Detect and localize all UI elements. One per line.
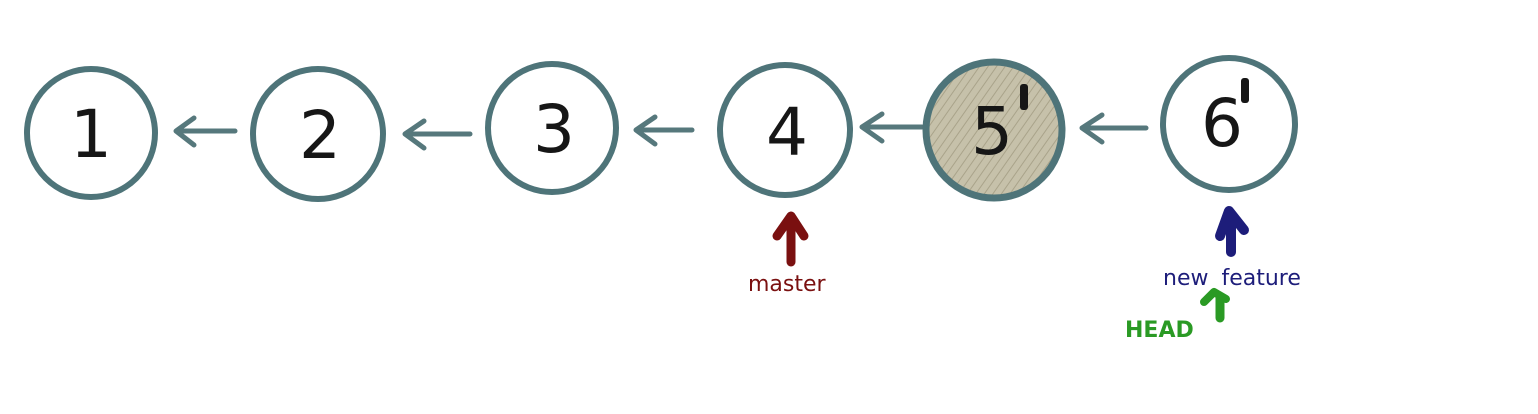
commit-label-6: 6 (1201, 85, 1243, 162)
commit-label-2: 2 (299, 97, 341, 174)
commit-label-1: 1 (70, 96, 112, 173)
commit-prime-6 (1241, 78, 1249, 103)
master-pointer-arrow (772, 211, 809, 267)
arrow-4-to-3 (633, 114, 695, 147)
commit-node-4: 4 (717, 62, 853, 198)
commit-label-5: 5 (971, 93, 1013, 170)
head-label: HEAD (1125, 318, 1194, 343)
feature-pointer-arrow (1215, 206, 1249, 257)
commit-node-2: 2 (250, 66, 386, 202)
head-pointer-arrow (1200, 288, 1230, 323)
arrow-2-to-1 (173, 115, 238, 148)
commit-node-3: 3 (485, 61, 619, 195)
new-feature-branch-label: new feature (1163, 266, 1301, 291)
commit-label-3: 3 (533, 91, 575, 168)
commit-node-6: 6 (1160, 55, 1298, 193)
commit-node-1: 1 (24, 66, 158, 200)
commit-node-5: 5 (922, 58, 1066, 202)
commit-label-4: 4 (766, 94, 808, 171)
arrow-6-to-5 (1079, 112, 1149, 145)
commit-prime-5 (1020, 84, 1028, 110)
arrow-3-to-2 (402, 118, 473, 151)
master-branch-label: master (748, 272, 826, 297)
arrow-5-to-4 (859, 111, 925, 144)
